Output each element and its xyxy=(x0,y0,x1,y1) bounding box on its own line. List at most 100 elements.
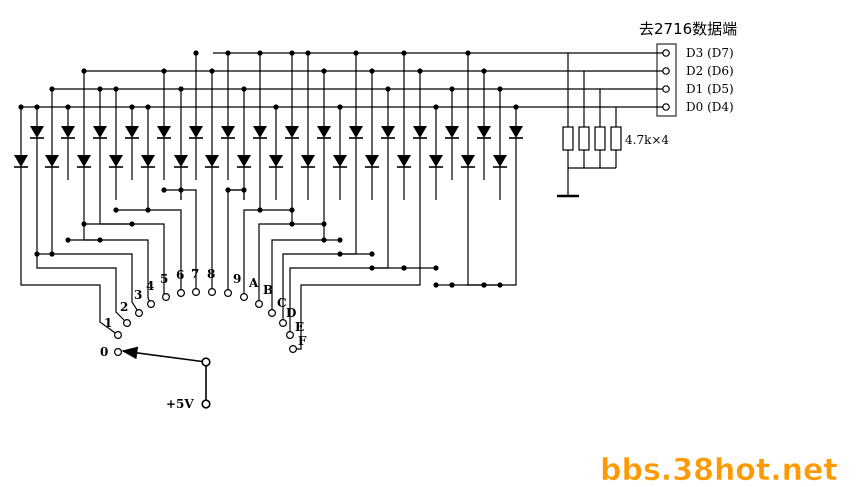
wiper-pivot xyxy=(201,357,211,367)
diode xyxy=(189,126,203,139)
junction-dot xyxy=(465,50,471,56)
connector-pins xyxy=(662,49,670,111)
switch-position-label: 8 xyxy=(207,267,215,281)
resistor xyxy=(610,126,622,151)
data-line-label-d3: D3 (D7) xyxy=(686,46,734,60)
junction-dot xyxy=(161,187,167,193)
junction-dot xyxy=(241,187,247,193)
resistor xyxy=(562,126,574,151)
data-line-label-d1: D1 (D5) xyxy=(686,82,734,96)
diode xyxy=(237,155,251,168)
junction-dot xyxy=(273,104,279,110)
junction-dot xyxy=(513,104,519,110)
pin-d3 xyxy=(662,49,670,57)
junction-dot xyxy=(193,50,199,56)
junction-dot xyxy=(81,221,87,227)
diode xyxy=(477,126,491,139)
junction-dot xyxy=(161,68,167,74)
junction-dot xyxy=(289,50,295,56)
diode xyxy=(125,126,139,139)
junction-dot xyxy=(34,251,40,257)
junction-dot xyxy=(497,86,503,92)
diode xyxy=(365,155,379,168)
diode xyxy=(413,126,427,139)
switch-position-label: 4 xyxy=(146,279,154,293)
junction-dot xyxy=(449,282,455,288)
junction-dot xyxy=(289,207,295,213)
switch-position-label: 5 xyxy=(160,272,168,286)
junction-dot xyxy=(113,207,119,213)
junction-dot xyxy=(337,237,343,243)
switch-contact xyxy=(162,293,171,302)
diode xyxy=(397,155,411,168)
junction-dot xyxy=(129,104,135,110)
wire xyxy=(293,180,421,350)
wire xyxy=(20,200,119,336)
diode xyxy=(61,126,75,139)
junction-dot xyxy=(321,237,327,243)
junction-dot xyxy=(113,86,119,92)
diode xyxy=(253,126,267,139)
switch-position-label: B xyxy=(263,283,273,297)
pin-d2 xyxy=(662,67,670,75)
junction-dot xyxy=(449,86,455,92)
switch-position-label: 0 xyxy=(100,345,108,359)
junction-dot xyxy=(481,282,487,288)
junction-dot xyxy=(369,251,375,257)
pin-d0 xyxy=(662,103,670,111)
diode xyxy=(285,126,299,139)
switch-contact xyxy=(113,331,122,340)
junction-dot xyxy=(178,187,184,193)
diagram-title: 去2716数据端 xyxy=(639,20,737,38)
junction-dot xyxy=(497,282,503,288)
switch-position-label: F xyxy=(298,334,307,348)
junction-dot xyxy=(145,104,151,110)
diode xyxy=(30,126,44,139)
switch-contact xyxy=(255,300,264,309)
diode xyxy=(445,126,459,139)
diode xyxy=(301,155,315,168)
watermark: bbs.38hot.net xyxy=(600,453,838,487)
data-line-label-d2: D2 (D6) xyxy=(686,64,734,78)
wire xyxy=(258,180,293,304)
junction-dot xyxy=(18,104,24,110)
switch-contact xyxy=(135,309,144,318)
pull-down-resistors xyxy=(557,53,622,198)
supply-label: +5V xyxy=(166,397,194,411)
junction-dot xyxy=(209,68,215,74)
switch-position-label: 3 xyxy=(134,288,142,302)
switch-contact xyxy=(208,288,217,297)
switch-contact xyxy=(147,300,156,309)
diode xyxy=(141,155,155,168)
junction-dot xyxy=(305,50,311,56)
diode xyxy=(317,126,331,139)
junction-dot xyxy=(289,221,295,227)
junction-dot xyxy=(321,221,327,227)
junction-dot xyxy=(49,251,55,257)
junction-dot xyxy=(81,68,87,74)
switch-contact xyxy=(224,289,233,298)
switch-position-label: D xyxy=(286,306,296,320)
switch-position-label: 7 xyxy=(191,267,199,281)
switch-contact xyxy=(289,345,298,354)
diode xyxy=(77,155,91,168)
junction-dot xyxy=(481,68,487,74)
connector-box xyxy=(656,43,677,117)
junction-dot xyxy=(241,86,247,92)
data-bus-lines xyxy=(21,52,666,108)
switch-contact xyxy=(286,331,295,340)
junction-dot xyxy=(369,265,375,271)
switch-position-label: C xyxy=(277,296,287,310)
diode xyxy=(509,126,523,139)
diode xyxy=(333,155,347,168)
junction-dot xyxy=(433,104,439,110)
switch-position-label: 1 xyxy=(104,316,112,330)
diode xyxy=(109,155,123,168)
resistor-label: 4.7k×4 xyxy=(625,133,669,147)
matrix-wiring xyxy=(20,53,517,350)
switch-contact xyxy=(279,319,288,328)
wire xyxy=(467,180,517,286)
junction-dot xyxy=(225,50,231,56)
